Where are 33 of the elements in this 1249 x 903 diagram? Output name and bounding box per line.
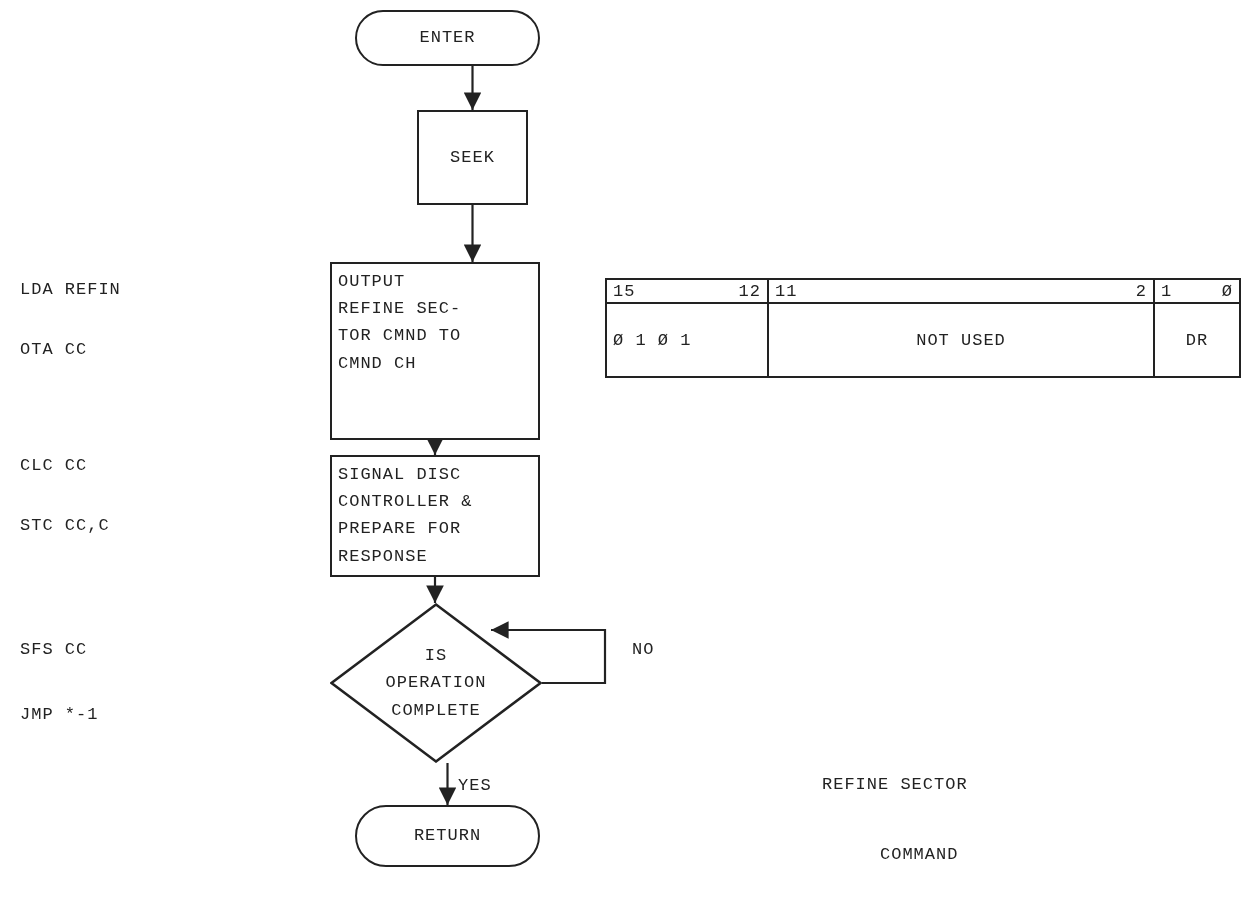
code-label: OTA CC bbox=[20, 340, 88, 359]
code-label: CLC CC bbox=[20, 456, 88, 475]
field-value: DR bbox=[1185, 330, 1209, 350]
decision-diamond bbox=[330, 603, 542, 763]
bit-number: 2 bbox=[1135, 281, 1147, 301]
process-box bbox=[330, 262, 540, 440]
node-text: RETURN bbox=[413, 825, 482, 848]
bit-number: 11 bbox=[775, 281, 798, 301]
arrow bbox=[491, 621, 607, 685]
node-text: IS OPERATION COMPLETE bbox=[384, 645, 488, 722]
code-label: SFS CC bbox=[20, 640, 88, 659]
node-text: ENTER bbox=[419, 27, 476, 50]
code-label: JMP *-1 bbox=[20, 705, 99, 724]
code-label: STC CC,C bbox=[20, 516, 110, 535]
process-box bbox=[417, 110, 528, 205]
bit-number: 1 bbox=[1161, 281, 1173, 301]
bit-number: 15 bbox=[613, 281, 636, 301]
field-value: NOT USED bbox=[916, 330, 1006, 350]
bit-number: Ø bbox=[1221, 281, 1233, 301]
process-box bbox=[330, 455, 540, 577]
table-caption: REFINE SECTOR bbox=[822, 775, 968, 794]
table-caption: COMMAND bbox=[880, 845, 959, 864]
field-value: Ø 1 Ø 1 bbox=[613, 330, 692, 350]
arrow bbox=[426, 577, 444, 603]
node-text: SEEK bbox=[450, 146, 495, 169]
code-label: LDA REFIN bbox=[20, 280, 121, 299]
bit-number: 12 bbox=[738, 281, 761, 301]
node-text: SIGNAL DISC CONTROLLER & PREPARE FOR RESPONSE bbox=[338, 464, 474, 568]
terminal-box bbox=[355, 10, 540, 66]
node-text: OUTPUT REFINE SEC- TOR CMND TO CMND CH bbox=[338, 271, 463, 375]
arrow bbox=[438, 763, 457, 805]
arrow bbox=[463, 205, 482, 262]
arrow bbox=[463, 66, 482, 110]
